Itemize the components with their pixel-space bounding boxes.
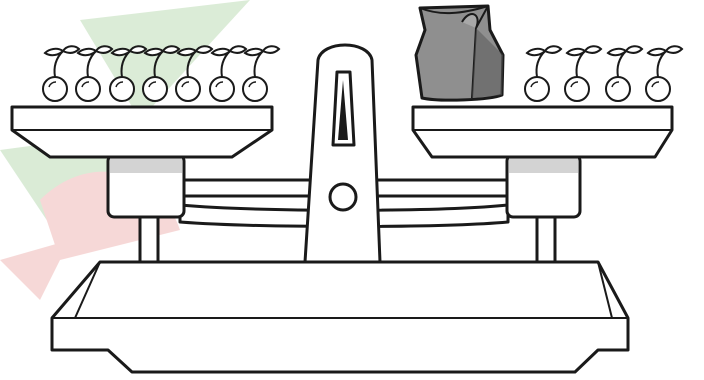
right-pan-items [525,46,682,101]
cherry [606,46,642,101]
left-support-post [140,215,158,262]
cherry [565,46,601,101]
cherry [646,46,682,101]
right-pan [413,107,672,157]
paper-bag [416,6,503,100]
pivot-knob [330,184,356,210]
right-support-post [537,215,555,262]
left-pan [12,107,272,157]
cherry [43,46,79,101]
cherry [243,46,279,101]
cherry [210,46,246,101]
cherry [525,46,561,101]
